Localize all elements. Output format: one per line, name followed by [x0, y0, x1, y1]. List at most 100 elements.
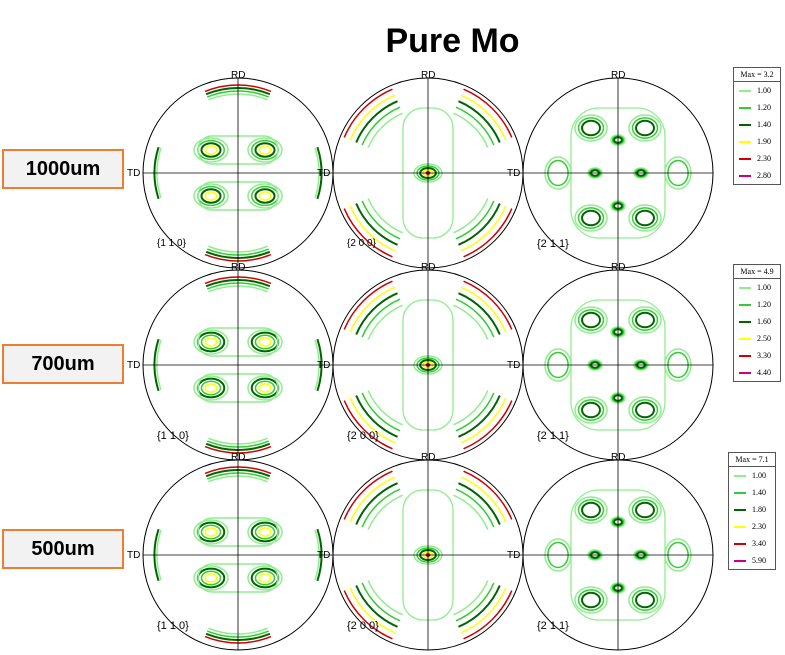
td-label: TD: [317, 168, 331, 179]
corner-1-edge-contour-0: [453, 112, 489, 148]
corner-1-edge-contour-2: [458, 482, 501, 525]
pole-lobe-1-contour-2: [254, 334, 276, 350]
legend-max-value: Max = 7.1: [729, 453, 775, 467]
pole-lobe-0-contour-2: [581, 119, 601, 137]
legend-level-value: 1.00: [757, 283, 771, 292]
legend-entry: 1.60: [734, 313, 780, 330]
corner-0-edge-contour-0: [367, 304, 403, 340]
legend-level-value: 1.20: [757, 103, 771, 112]
pole-lobe-0-contour-0: [193, 519, 229, 545]
corner-3-edge-contour-4: [343, 400, 393, 450]
corner-3-edge-contour-2: [355, 203, 398, 246]
legend-entry: 1.80: [729, 501, 775, 518]
pole-lobe-2-contour-2: [581, 591, 601, 609]
pole-lobe-0-contour-0: [193, 137, 229, 163]
corner-0-edge-contour-1: [361, 106, 401, 146]
legend-swatch: [739, 303, 751, 306]
corner-3-edge-contour-3: [349, 397, 396, 444]
td-label: TD: [317, 360, 331, 371]
legend-level-value: 1.00: [752, 471, 766, 480]
pole-lobe-0-contour-2: [200, 334, 222, 350]
pole-lobe-0-contour-3: [204, 145, 218, 155]
td-label: TD: [127, 550, 141, 561]
legend-entry: 5.90: [729, 552, 775, 569]
pole-figure-boundary: [522, 77, 714, 269]
corner-2-edge-contour-4: [463, 590, 513, 640]
corner-0-edge-contour-4: [343, 88, 393, 138]
pole-lobe-0-contour-3: [204, 337, 218, 347]
legend-swatch: [739, 157, 751, 160]
legend-level-value: 1.60: [757, 317, 771, 326]
corner-3-edge-contour-3: [349, 205, 396, 252]
corner-0-edge-contour-1: [361, 488, 401, 528]
corner-2-edge-contour-3: [460, 397, 507, 444]
legend-swatch: [739, 174, 751, 177]
plane-label-110: {1 1 0}: [157, 238, 186, 249]
pole-lobe-1-contour-0: [247, 329, 283, 355]
legend-entry: 1.00: [734, 279, 780, 296]
corner-3-edge-contour-0: [367, 390, 403, 426]
pole-lobe-0-contour-0: [193, 329, 229, 355]
corner-2-edge-contour-3: [460, 587, 507, 634]
legend-level-value: 1.40: [752, 488, 766, 497]
legend-level-value: 1.00: [757, 86, 771, 95]
plane-label-211: {2 1 1}: [537, 430, 569, 442]
figure-title: Pure Mo: [385, 22, 520, 60]
corner-0-edge-contour-4: [343, 470, 393, 520]
row-label-500um: 500um: [2, 529, 124, 569]
corner-1-edge-contour-4: [463, 280, 513, 330]
pole-lobe-1-contour-0: [247, 137, 283, 163]
td-label: TD: [507, 360, 521, 371]
pole-lobe-2-contour-0: [574, 204, 608, 232]
corner-2-edge-contour-2: [458, 395, 501, 438]
corner-2-edge-contour-1: [455, 582, 495, 622]
corner-1-edge-contour-1: [455, 488, 495, 528]
legend-entry: 4.40: [734, 364, 780, 381]
pole-figure-plot: [142, 269, 334, 461]
legend-swatch: [739, 354, 751, 357]
corner-3-edge-contour-4: [343, 208, 393, 258]
pole-lobe-3-contour-3: [258, 573, 272, 583]
pole-lobe-2-contour-1: [577, 207, 605, 229]
pole-lobe-3-contour-0: [247, 183, 283, 209]
corner-3-edge-contour-0: [367, 198, 403, 234]
corner-2-edge-contour-0: [453, 580, 489, 616]
legend-entry: 1.00: [729, 467, 775, 484]
pole-lobe-0-contour-1: [577, 499, 605, 521]
td-label: TD: [507, 550, 521, 561]
corner-2-edge-contour-0: [453, 390, 489, 426]
rd-label: RD: [611, 70, 626, 81]
pole-lobe-3-contour-1: [631, 589, 659, 611]
rd-label: RD: [231, 452, 246, 463]
pole-lobe-3-contour-0: [247, 375, 283, 401]
corner-0-edge-contour-2: [355, 482, 398, 525]
pole-figure-200-row-2: [332, 269, 524, 461]
legend-level-value: 1.80: [752, 505, 766, 514]
corner-1-edge-contour-2: [458, 100, 501, 143]
rd-label: RD: [611, 452, 626, 463]
plane-label-110: {1 1 0}: [157, 430, 189, 442]
legend-swatch: [739, 371, 751, 374]
legend-level-value: 5.90: [752, 556, 766, 565]
corner-1-edge-contour-3: [460, 94, 507, 141]
legend-entry: 1.40: [729, 484, 775, 501]
pole-lobe-0-contour-1: [577, 117, 605, 139]
pole-figure-211-row-2: [522, 269, 714, 461]
pole-lobe-0-contour-2: [581, 311, 601, 329]
pole-lobe-3-contour-3: [258, 383, 272, 393]
pole-lobe-3-contour-2: [635, 591, 655, 609]
pole-lobe-2-contour-2: [581, 401, 601, 419]
legend-level-value: 3.30: [757, 351, 771, 360]
legend-entry: 1.40: [734, 116, 780, 133]
pole-figure-plot: [522, 459, 714, 651]
pole-lobe-2-contour-0: [574, 396, 608, 424]
plane-label-200: {2 0 0}: [347, 238, 376, 249]
pole-lobe-0-contour-0: [574, 496, 608, 524]
pole-lobe-2-contour-2: [200, 188, 222, 204]
pole-lobe-3-contour-0: [628, 204, 662, 232]
corner-2-edge-contour-4: [463, 208, 513, 258]
pole-lobe-2-contour-2: [581, 209, 601, 227]
legend-swatch: [739, 320, 751, 323]
legend-level-value: 1.20: [757, 300, 771, 309]
legend-level-value: 2.50: [757, 334, 771, 343]
